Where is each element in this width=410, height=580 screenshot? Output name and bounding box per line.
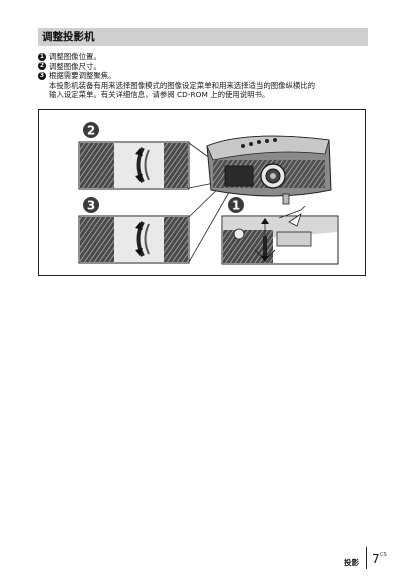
footer-section-label: 投影 [344, 558, 359, 567]
note-line-1: 本投影机装备有用来选择图像模式的图像设定菜单和用来选择适当的图像纵横比的 [49, 80, 316, 90]
focus-ring-detail [78, 215, 190, 264]
callout-2: 2 [83, 122, 99, 138]
projector-body [206, 135, 332, 205]
zoom-ring-detail [78, 141, 190, 190]
step-number-1: 1 [38, 52, 46, 61]
step-text-1: 调整图像位置。 [49, 52, 101, 61]
page-number: 7 [372, 552, 380, 566]
note-line-2: 输入设定菜单。有关详细信息，请参阅 CD-ROM 上的使用说明书。 [49, 90, 270, 100]
note-paragraph: 本投影机装备有用来选择图像模式的图像设定菜单和用来选择适当的图像纵横比的 输入设… [38, 81, 378, 100]
callout-2-number: 2 [87, 124, 95, 138]
step-3: 3 根据需要调整聚焦。 [38, 71, 378, 81]
callout-1-number: 1 [232, 199, 240, 213]
step-text-2: 调整图像尺寸。 [49, 61, 101, 71]
projector-illustration: 2 3 1 [78, 122, 339, 265]
step-1: 1 调整图像位置。 [38, 52, 378, 62]
callout-3-number: 3 [87, 199, 95, 213]
step-number-2: 2 [38, 62, 46, 71]
step-number-3: 3 [38, 71, 46, 80]
callout-1: 1 [228, 197, 244, 213]
callout-3: 3 [83, 197, 99, 213]
projector-adjustment-figure: 2 3 1 [38, 109, 366, 276]
footer-divider [366, 547, 367, 569]
page-language-code: CS [380, 552, 387, 558]
section-header: 调整投影机 [38, 28, 368, 46]
section-title: 调整投影机 [42, 31, 95, 43]
instruction-list: 1 调整图像位置。 2 调整图像尺寸。 3 根据需要调整聚焦。 本投影机装备有用… [38, 52, 378, 100]
tilt-adjuster-detail [221, 205, 339, 265]
step-2: 2 调整图像尺寸。 [38, 62, 378, 72]
step-text-3: 根据需要调整聚焦。 [49, 71, 116, 81]
